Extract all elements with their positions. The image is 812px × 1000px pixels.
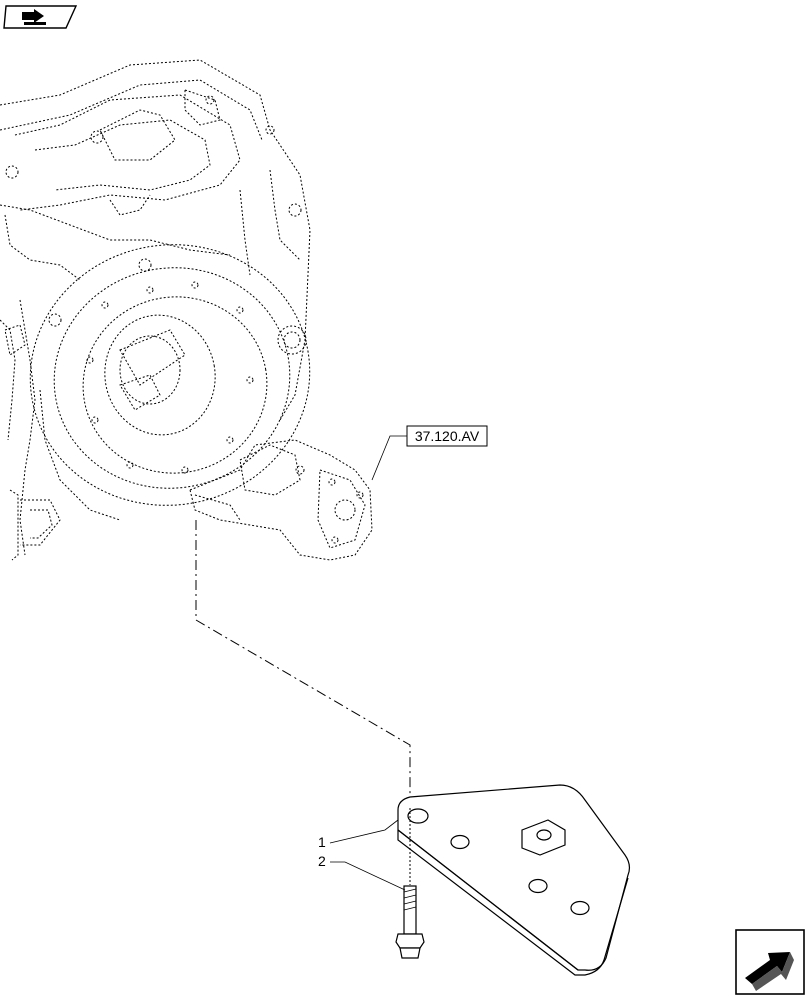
callout-1-number: 1 [318, 834, 326, 850]
mounting-plate [397, 784, 631, 976]
bolt [395, 808, 425, 959]
assembly-center-line [195, 520, 411, 808]
callout-1: 1 [318, 819, 399, 850]
book-arrow-icon[interactable] [3, 5, 78, 29]
callout-2: 2 [318, 853, 406, 891]
reference-tag[interactable]: 37.120.AV [371, 425, 488, 481]
referenced-component [189, 439, 373, 561]
reference-tag-label: 37.120.AV [415, 428, 480, 444]
transmission-housing [0, 59, 311, 561]
callout-2-number: 2 [318, 853, 326, 869]
next-page-arrow-icon[interactable] [735, 929, 805, 995]
flywheel-assembly [29, 244, 311, 521]
